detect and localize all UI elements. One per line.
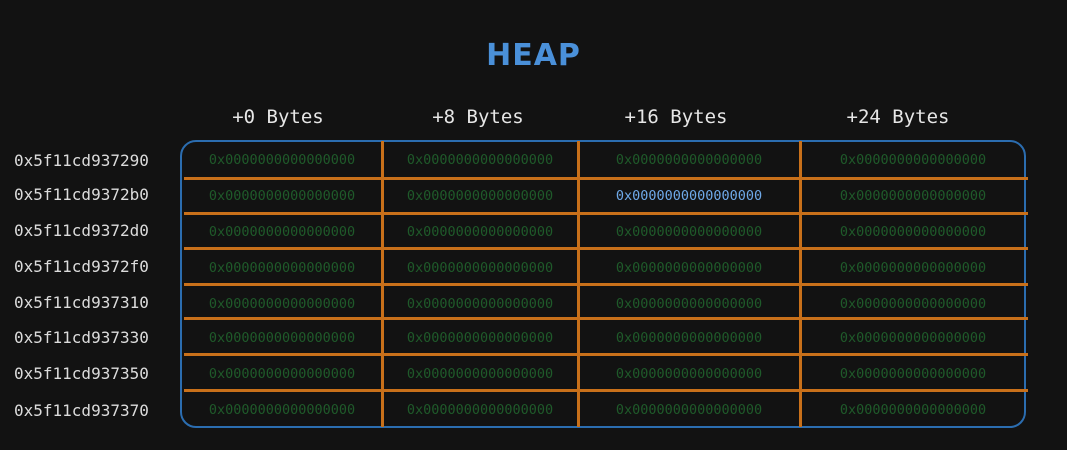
row-divider bbox=[184, 389, 1028, 392]
heap-cell-value: 0x0000000000000000 bbox=[615, 224, 763, 240]
heap-title: HEAP bbox=[486, 38, 581, 73]
heap-cell-value: 0x0000000000000000 bbox=[406, 296, 554, 312]
column-divider bbox=[381, 141, 384, 427]
heap-cell-value: 0x0000000000000000 bbox=[839, 152, 987, 168]
row-address: 0x5f11cd937330 bbox=[14, 328, 149, 347]
row-divider bbox=[184, 317, 1028, 320]
heap-cell-value: 0x0000000000000000 bbox=[208, 330, 356, 346]
heap-cell-value: 0x0000000000000000 bbox=[208, 296, 356, 312]
heap-cell-value: 0x0000000000000000 bbox=[208, 224, 356, 240]
heap-cell-value: 0x0000000000000000 bbox=[208, 402, 356, 418]
heap-cell-value: 0x0000000000000000 bbox=[615, 296, 763, 312]
heap-cell-value: 0x0000000000000000 bbox=[406, 402, 554, 418]
heap-cell-value: 0x0000000000000000 bbox=[615, 188, 763, 204]
heap-cell-value: 0x0000000000000000 bbox=[406, 366, 554, 382]
heap-cell-value: 0x0000000000000000 bbox=[839, 296, 987, 312]
heap-cell-value: 0x0000000000000000 bbox=[406, 224, 554, 240]
heap-cell-value: 0x0000000000000000 bbox=[208, 366, 356, 382]
column-divider bbox=[577, 141, 580, 427]
heap-cell-value: 0x0000000000000000 bbox=[208, 152, 356, 168]
heap-cell-value: 0x0000000000000000 bbox=[615, 152, 763, 168]
row-address: 0x5f11cd937310 bbox=[14, 293, 149, 312]
heap-cell-value: 0x0000000000000000 bbox=[406, 330, 554, 346]
row-address: 0x5f11cd9372b0 bbox=[14, 185, 149, 204]
heap-cell-value: 0x0000000000000000 bbox=[406, 260, 554, 276]
column-header: +0 Bytes bbox=[232, 106, 324, 128]
heap-cell-value: 0x0000000000000000 bbox=[839, 366, 987, 382]
row-divider bbox=[184, 283, 1028, 286]
heap-cell-value: 0x0000000000000000 bbox=[406, 152, 554, 168]
heap-cell-value: 0x0000000000000000 bbox=[615, 366, 763, 382]
heap-cell-value: 0x0000000000000000 bbox=[839, 188, 987, 204]
heap-cell-value: 0x0000000000000000 bbox=[615, 260, 763, 276]
heap-cell-value: 0x0000000000000000 bbox=[406, 188, 554, 204]
row-divider bbox=[184, 247, 1028, 250]
heap-cell-value: 0x0000000000000000 bbox=[208, 260, 356, 276]
heap-cell-value: 0x0000000000000000 bbox=[208, 188, 356, 204]
heap-cell-value: 0x0000000000000000 bbox=[839, 260, 987, 276]
row-divider bbox=[184, 353, 1028, 356]
column-header: +8 Bytes bbox=[432, 106, 524, 128]
row-divider bbox=[184, 177, 1028, 180]
heap-cell-value: 0x0000000000000000 bbox=[839, 402, 987, 418]
row-address: 0x5f11cd937290 bbox=[14, 151, 149, 170]
column-divider bbox=[799, 141, 802, 427]
column-header: +16 Bytes bbox=[624, 106, 728, 128]
row-address: 0x5f11cd937370 bbox=[14, 401, 149, 420]
heap-cell-value: 0x0000000000000000 bbox=[839, 224, 987, 240]
column-header: +24 Bytes bbox=[846, 106, 950, 128]
heap-cell-value: 0x0000000000000000 bbox=[615, 402, 763, 418]
heap-cell-value: 0x0000000000000000 bbox=[839, 330, 987, 346]
row-divider bbox=[184, 212, 1028, 215]
row-address: 0x5f11cd9372d0 bbox=[14, 221, 149, 240]
heap-cell-value: 0x0000000000000000 bbox=[615, 330, 763, 346]
row-address: 0x5f11cd9372f0 bbox=[14, 257, 149, 276]
row-address: 0x5f11cd937350 bbox=[14, 364, 149, 383]
